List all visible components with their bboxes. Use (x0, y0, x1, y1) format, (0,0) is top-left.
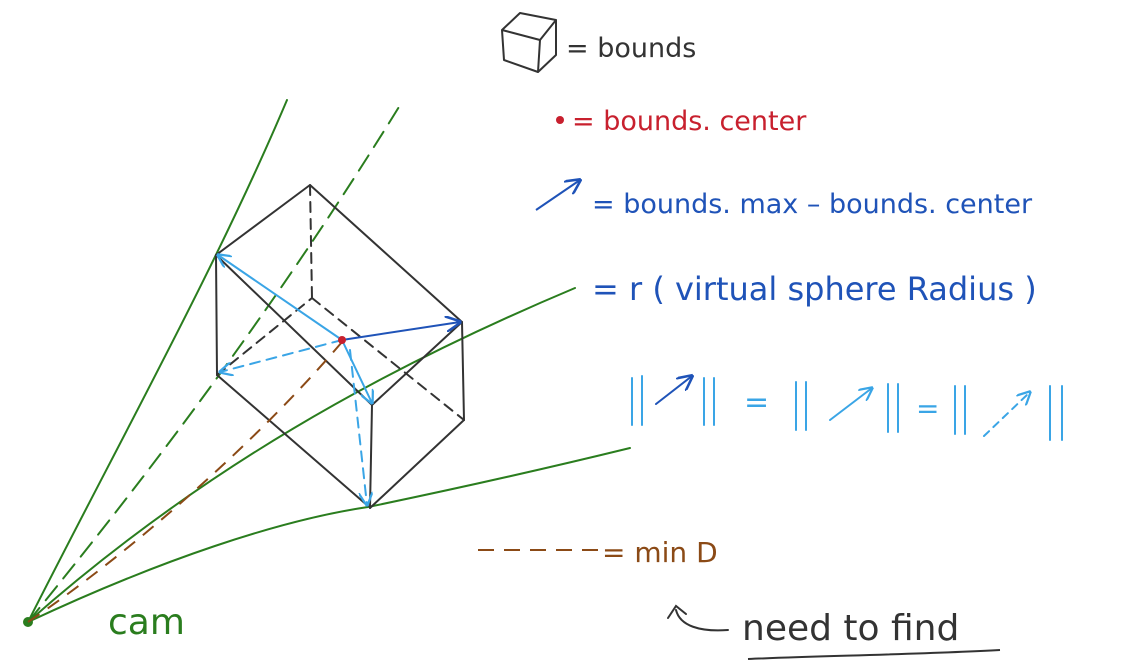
norm-equation (631, 376, 1063, 441)
need-to-find-underline (747, 649, 1001, 660)
hook-arrow-icon (667, 604, 729, 632)
norm-equals-2: = (916, 392, 939, 425)
vector-dark-blue (341, 322, 460, 341)
vector-light-blue-1 (218, 255, 343, 341)
vector-light-blue-dashed-2 (349, 349, 367, 505)
vector-arrow-icon (535, 180, 580, 211)
bounds-cube (215, 184, 465, 509)
vector-light-blue-dashed-1 (220, 339, 343, 372)
frustum-line-1 (27, 99, 288, 623)
norm-arrow-1 (655, 376, 692, 405)
legend-vector: = bounds. max – bounds. center (592, 189, 1033, 220)
legend-radius: = r ( virtual sphere Radius ) (592, 270, 1037, 308)
legend-min-d: = min D (602, 536, 718, 569)
center-vectors (218, 255, 460, 505)
cam-label: cam (108, 602, 185, 643)
min-distance-line (27, 341, 343, 623)
bounds-center-dot (338, 336, 346, 344)
frustum-line-2 (27, 287, 576, 623)
red-dot-icon (556, 116, 564, 124)
legend-center: = bounds. center (572, 106, 807, 137)
vector-light-blue-2 (341, 339, 372, 403)
camera-frustum (27, 99, 631, 623)
frustum-center-dashed (27, 101, 403, 623)
norm-equals-1: = (744, 385, 769, 420)
norm-arrow-2 (829, 388, 872, 421)
norm-arrow-3 (983, 392, 1030, 437)
frustum-line-3 (27, 447, 631, 623)
legend-bounds: = bounds (566, 33, 696, 64)
cube-icon (501, 12, 557, 73)
legend-need-to-find: need to find (742, 608, 959, 649)
